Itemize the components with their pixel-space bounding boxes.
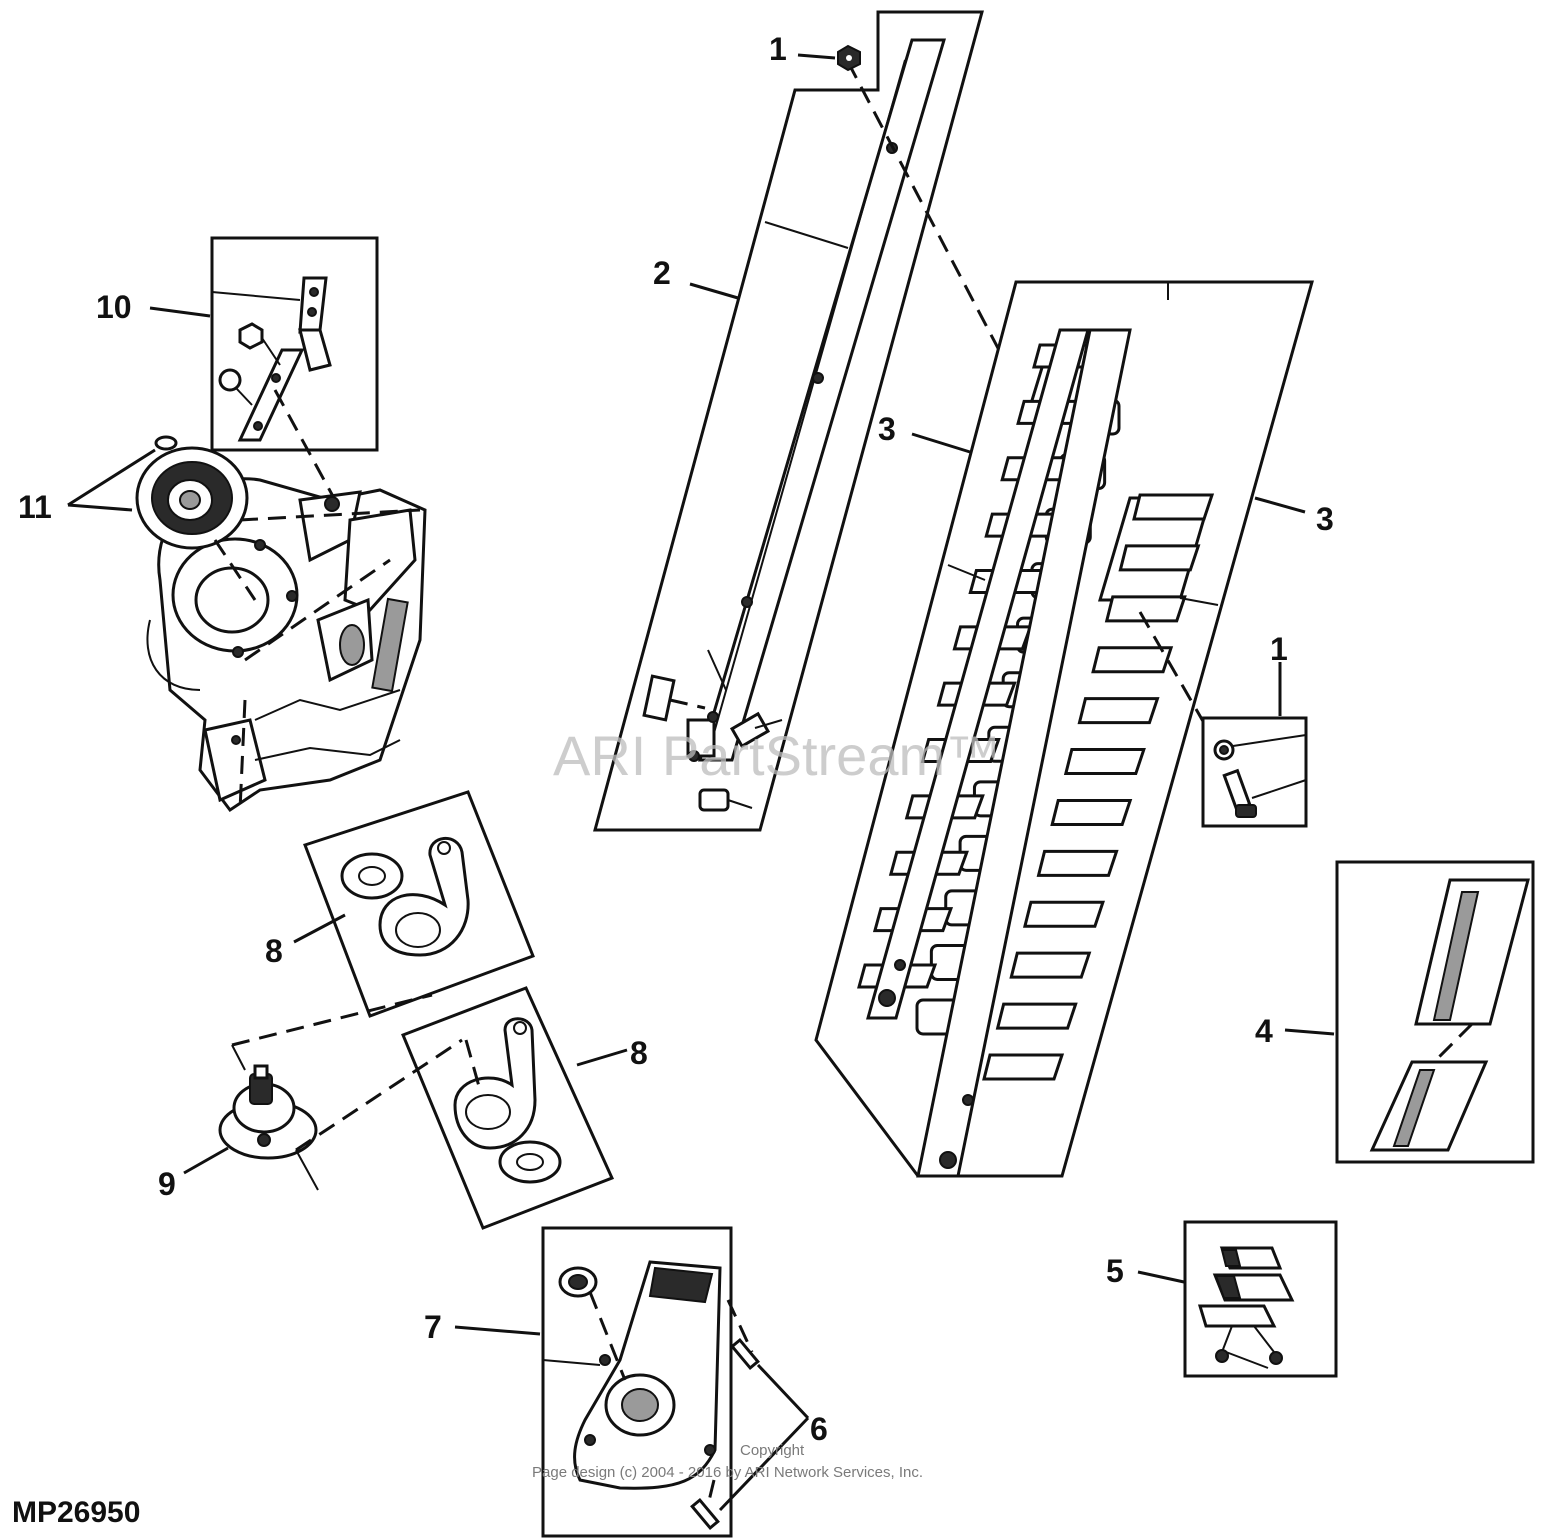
callout-leader-lines: [67, 53, 1335, 1512]
blade-tooth-right: [995, 1002, 1078, 1030]
blade-tooth-right: [1009, 951, 1092, 979]
blade-tooth-right: [1077, 697, 1160, 725]
copyright-line-1: Copyright: [740, 1442, 805, 1459]
callout-3-right: 3: [1316, 501, 1334, 537]
part-7-cover-box[interactable]: [541, 1226, 760, 1538]
callout-10: 10: [96, 289, 132, 325]
part-8-lower-box[interactable]: [401, 986, 615, 1230]
blade-tooth-right: [1091, 646, 1174, 674]
blade-tooth-right: [1050, 798, 1133, 826]
callout-8-lower: 8: [630, 1035, 648, 1071]
blade-tooth-right: [1063, 748, 1146, 776]
callout-1-right: 1: [1270, 631, 1288, 667]
callout-7: 7: [424, 1309, 442, 1345]
part-5-clamp-box[interactable]: [1183, 1220, 1338, 1378]
copyright-line-2: Page design (c) 2004 - 2016 by ARI Netwo…: [532, 1464, 923, 1481]
part-10-bracket-box[interactable]: [210, 236, 379, 452]
blade-tooth-right: [1104, 595, 1187, 623]
callout-3-left: 3: [878, 411, 896, 447]
callout-1-top: 1: [769, 31, 787, 67]
assembly-line-bracket: [273, 389, 337, 501]
assembly-line-gasket: [213, 539, 257, 601]
part-9-gear-shaft[interactable]: [218, 993, 463, 1191]
callout-11: 11: [18, 489, 52, 525]
callout-2: 2: [653, 255, 671, 291]
blade-tooth-right: [1118, 544, 1201, 572]
callout-9: 9: [158, 1166, 176, 1202]
callout-6: 6: [810, 1411, 828, 1447]
part-4-guard-box[interactable]: [1335, 860, 1535, 1164]
blade-tooth-right: [1036, 849, 1119, 877]
part-11-gasket[interactable]: [135, 435, 249, 550]
callout-4: 4: [1255, 1013, 1273, 1049]
blade-tooth-right: [982, 1053, 1065, 1081]
part-1-hardware-box[interactable]: [1201, 716, 1308, 828]
blade-tooth-right: [1022, 900, 1105, 928]
part-3-blade-rail: [866, 328, 1219, 1178]
diagram-id-label: MP26950: [12, 1496, 140, 1529]
callout-5: 5: [1106, 1253, 1124, 1289]
watermark: ARI PartStream™: [553, 724, 1001, 787]
callout-8-upper: 8: [265, 933, 283, 969]
part-1-top-nut[interactable]: [837, 44, 861, 72]
blade-tooth-right: [1132, 493, 1215, 521]
part-8-upper-box[interactable]: [303, 790, 535, 1018]
gearbox-housing[interactable]: [146, 477, 427, 813]
part-2-bar-panel[interactable]: [593, 10, 984, 832]
